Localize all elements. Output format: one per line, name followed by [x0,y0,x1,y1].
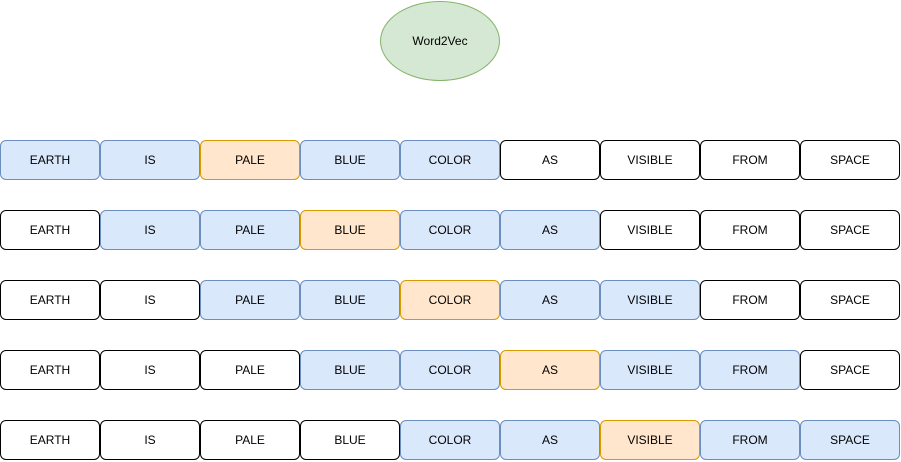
word-cell-space-plain: SPACE [800,350,900,390]
word-cell-blue-context: BLUE [300,140,400,180]
word-label: COLOR [428,433,472,447]
word-label: BLUE [334,363,366,377]
word-label: BLUE [334,433,366,447]
word-label: AS [541,223,558,237]
word-cell-from-context: FROM [700,420,800,460]
word-cell-pale-plain: PALE [200,420,300,460]
word-label: VISIBLE [627,223,673,237]
word-label: EARTH [29,363,71,377]
word-label: PALE [235,293,265,307]
word-cell-pale-target: PALE [200,140,300,180]
word-label: SPACE [830,153,870,167]
word-cell-earth-plain: EARTH [0,210,100,250]
word-label: FROM [732,223,768,237]
word-label: IS [144,293,156,307]
word-label: FROM [732,293,768,307]
word-cell-visible-plain: VISIBLE [600,210,700,250]
word-label: PALE [235,363,265,377]
word-label: COLOR [428,223,472,237]
word-cell-from-plain: FROM [700,140,800,180]
word-label: VISIBLE [627,363,673,377]
word2vec-label: Word2Vec [412,34,468,48]
word-label: COLOR [428,153,472,167]
word-cell-visible-context: VISIBLE [600,350,700,390]
word-label: EARTH [29,293,71,307]
word-cell-as-plain: AS [500,140,600,180]
word-label: IS [144,433,156,447]
word-cell-as-context: AS [500,420,600,460]
word-label: COLOR [428,363,472,377]
word-label: FROM [732,363,768,377]
word-label: VISIBLE [627,433,673,447]
word-cell-as-context: AS [500,210,600,250]
word-label: AS [541,293,558,307]
word-label: EARTH [29,153,71,167]
word-label: FROM [732,153,768,167]
word-label: BLUE [334,153,366,167]
word-cell-pale-context: PALE [200,280,300,320]
word-label: AS [541,153,558,167]
word-label: VISIBLE [627,153,673,167]
word-cell-pale-plain: PALE [200,350,300,390]
word-cell-from-plain: FROM [700,280,800,320]
word-cell-earth-context: EARTH [0,140,100,180]
word-cell-blue-context: BLUE [300,350,400,390]
word-cell-color-context: COLOR [400,210,500,250]
word-cell-space-context: SPACE [800,420,900,460]
word-cell-as-context: AS [500,280,600,320]
word-label: SPACE [830,223,870,237]
word-cell-from-context: FROM [700,350,800,390]
word-cell-visible-target: VISIBLE [600,420,700,460]
word-cell-is-context: IS [100,140,200,180]
word-cell-as-target: AS [500,350,600,390]
word-label: FROM [732,433,768,447]
word-cell-visible-plain: VISIBLE [600,140,700,180]
word-label: AS [541,433,558,447]
word-cell-earth-plain: EARTH [0,420,100,460]
word-label: PALE [235,433,265,447]
word-label: BLUE [334,223,366,237]
word-cell-blue-target: BLUE [300,210,400,250]
word-cell-is-context: IS [100,210,200,250]
word-cell-is-plain: IS [100,420,200,460]
word-cell-color-context: COLOR [400,420,500,460]
word-label: SPACE [830,363,870,377]
word2vec-node: Word2Vec [380,1,500,81]
word-label: PALE [235,153,265,167]
word-cell-color-context: COLOR [400,140,500,180]
word-cell-space-plain: SPACE [800,280,900,320]
word-cell-color-target: COLOR [400,280,500,320]
word-cell-blue-context: BLUE [300,280,400,320]
word-label: EARTH [29,433,71,447]
word-cell-from-plain: FROM [700,210,800,250]
word-cell-pale-context: PALE [200,210,300,250]
word-label: EARTH [29,223,71,237]
word-cell-visible-context: VISIBLE [600,280,700,320]
word-cell-color-context: COLOR [400,350,500,390]
word-cell-blue-plain: BLUE [300,420,400,460]
word-cell-is-plain: IS [100,280,200,320]
word-cell-earth-plain: EARTH [0,280,100,320]
word-label: PALE [235,223,265,237]
word-label: IS [144,153,156,167]
word-label: AS [541,363,558,377]
word-label: VISIBLE [627,293,673,307]
word-label: IS [144,223,156,237]
word-label: SPACE [830,433,870,447]
word-label: IS [144,363,156,377]
word-cell-space-plain: SPACE [800,140,900,180]
word-label: COLOR [428,293,472,307]
word-cell-space-plain: SPACE [800,210,900,250]
word-label: SPACE [830,293,870,307]
word-cell-earth-plain: EARTH [0,350,100,390]
word-cell-is-plain: IS [100,350,200,390]
word-label: BLUE [334,293,366,307]
